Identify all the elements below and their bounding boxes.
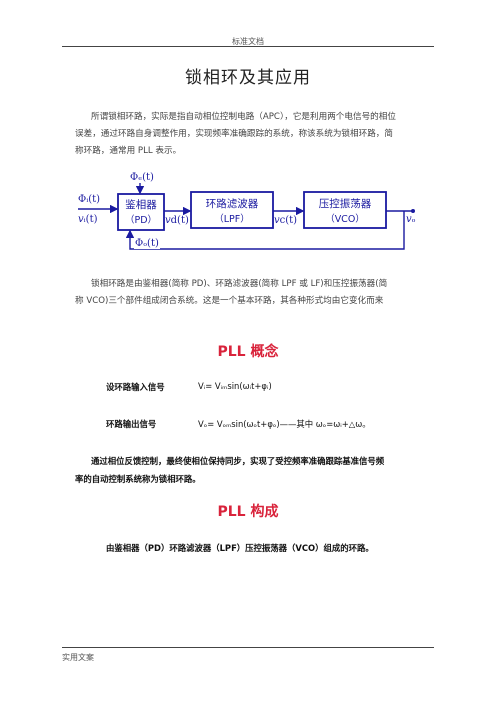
page-title: 锁相环及其应用 — [185, 68, 311, 88]
page-footer: 实用文案 — [62, 653, 94, 662]
output-voltage-label: 𝑣ₒ — [406, 214, 416, 225]
section-heading-structure: PLL 构成 — [217, 504, 279, 520]
lpf-label-name: 环路滤波器 — [205, 198, 259, 210]
section-heading-concept: PLL 概念 — [217, 344, 279, 360]
pd-label-name: 鉴相器 — [125, 199, 157, 211]
feedback-loop — [125, 211, 405, 250]
output-node — [411, 209, 415, 213]
page-header: 标准文档 — [232, 37, 264, 46]
vco-label-abbr: （VCO） — [325, 214, 365, 225]
output-signal-formula: Vₒ= Vₒₘsin(ωₒt+φₒ)——其中 ωₒ=ωᵢ+△ω。 — [198, 419, 371, 429]
lpf-box — [190, 191, 274, 229]
desc-line-1: 锁相环路是由鉴相器(简称 PD)、环路滤波器(简称 LPF 或 LF)和压控振荡… — [91, 279, 388, 289]
desc-line-2: 称 VCO)三个部件组成闭合系统。这是一个基本环路，其各种形式均由它变化而来 — [75, 296, 384, 306]
input-phase-label: Φᵢ(t) — [78, 194, 101, 205]
concept-explain-line-2: 率的自动控制系统称为锁相环路。 — [75, 474, 201, 484]
output-phase-label: Φₒ(t) — [134, 238, 160, 249]
input-signal-formula: Vᵢ= Vᵢₘsin(ωᵢt+φᵢ) — [198, 381, 272, 391]
footer-rule — [62, 647, 434, 648]
vd-label: 𝑣d(t) — [165, 215, 189, 226]
vc-label: 𝑣c(t) — [274, 215, 298, 226]
lpf-label-abbr: （LPF） — [214, 214, 250, 225]
structure-text: 由鉴相器（PD）环路滤波器（LPF）压控振荡器（VCO）组成的环路。 — [106, 543, 374, 553]
intro-line-1: 所谓锁相环路，实际是指自动相位控制电路（APC），它是利用两个电信号的相位 — [91, 112, 396, 122]
header-rule — [62, 46, 434, 47]
vco-label-name: 压控振荡器 — [318, 198, 372, 210]
phase-error-label: Φₑ(t) — [130, 172, 154, 183]
input-voltage-label: 𝑣ᵢ(t) — [78, 214, 98, 225]
intro-line-3: 称环路，通常用 PLL 表示。 — [75, 146, 182, 156]
concept-explain-line-1: 通过相位反馈控制，最终使相位保持同步，实现了受控频率准确跟踪基准信号频 — [91, 456, 385, 466]
pd-label-abbr: （PD） — [124, 215, 158, 226]
vco-box — [303, 191, 387, 229]
intro-line-2: 误差，通过环路自身调整作用，实现频率准确跟踪的系统，称该系统为锁相环路，简 — [75, 129, 393, 139]
input-signal-label: 设环路输入信号 — [106, 382, 165, 392]
output-signal-label: 环路输出信号 — [106, 419, 157, 429]
